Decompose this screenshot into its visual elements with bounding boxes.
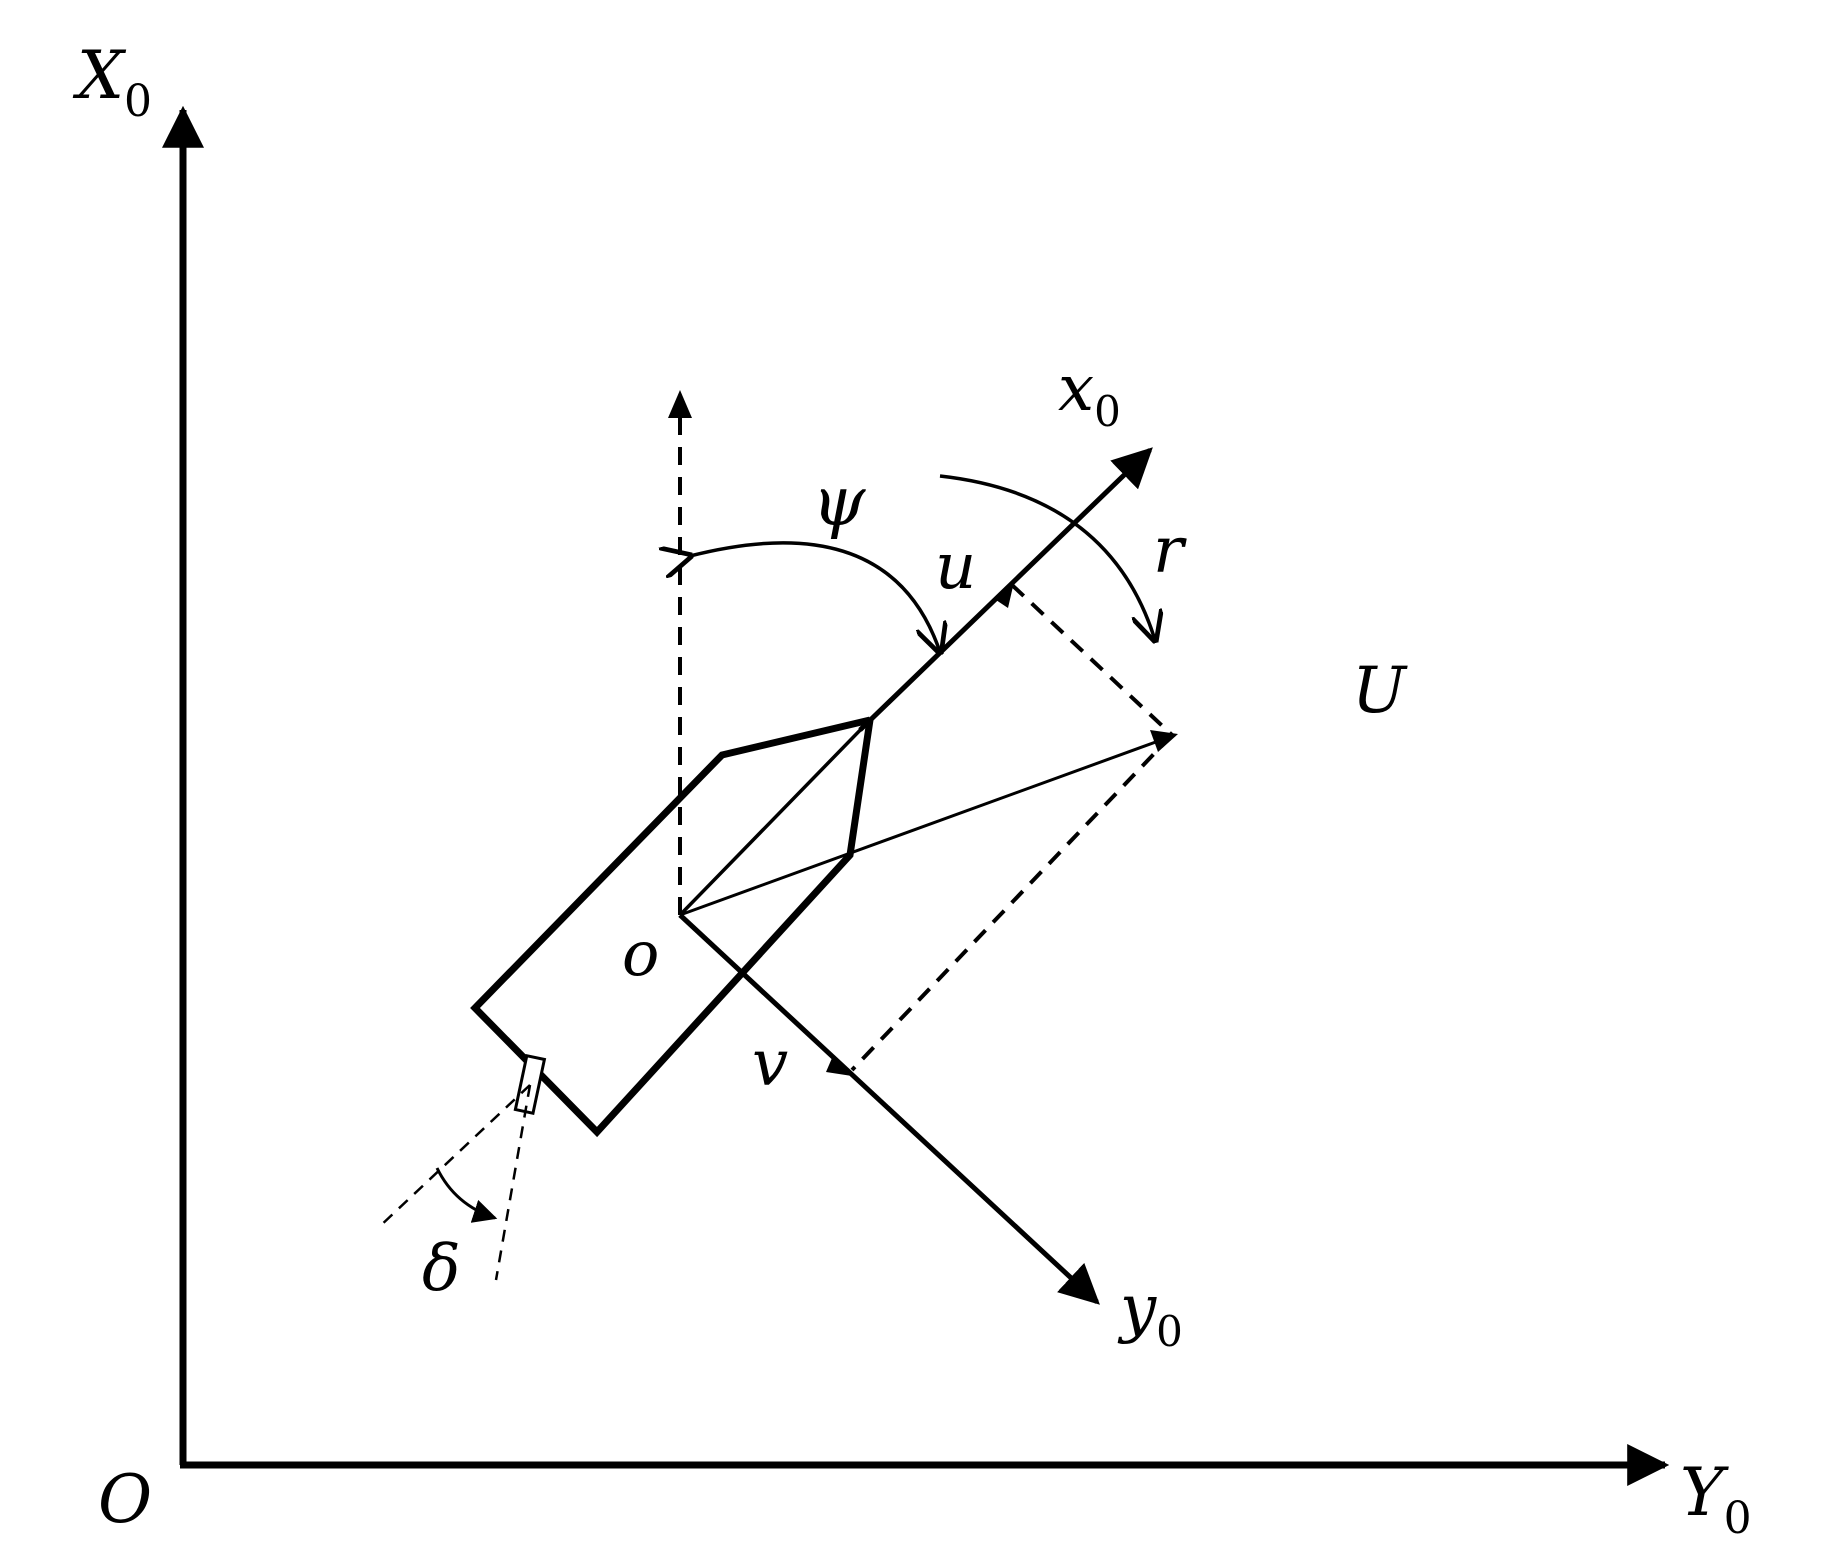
body-y-axis-label: y0 [1117,1272,1183,1356]
body-x-axis-label: x0 [1058,352,1121,436]
earth-origin-label: O [98,1461,152,1538]
rudder-angle-label: δ [422,1232,461,1306]
body-y-axis [678,913,1100,1305]
total-velocity-vector [679,733,1176,917]
velocity-parallelogram-top [1010,583,1174,737]
sway-velocity-arrowhead [826,1058,852,1076]
earth-y-axis-label: Y0 [1680,1454,1752,1544]
heading-angle-label: ψ [812,463,866,542]
velocity-parallelogram-side [850,733,1174,1072]
surge-velocity-label: u [935,530,976,604]
surge-velocity-arrowhead [996,582,1014,608]
heading-angle-arc [690,541,940,652]
heading-reference-arrowhead [668,390,692,418]
body-x-axis [858,447,1153,732]
total-velocity-label: U [1352,654,1408,728]
rudder [513,1053,547,1116]
rudder-center-line [377,1084,531,1229]
sway-velocity-label: v [752,1027,788,1101]
earth-x-axis-label: X0 [72,37,152,127]
yaw-rate-label: r [1153,514,1187,588]
ship-hull-inner-line [678,718,872,917]
yaw-rate-arc [939,474,1155,640]
rudder-deflection-line [494,1084,532,1281]
body-origin-label: o [622,917,659,990]
rudder-angle-arc [435,1167,498,1223]
total-velocity-arrowhead [1150,730,1178,752]
